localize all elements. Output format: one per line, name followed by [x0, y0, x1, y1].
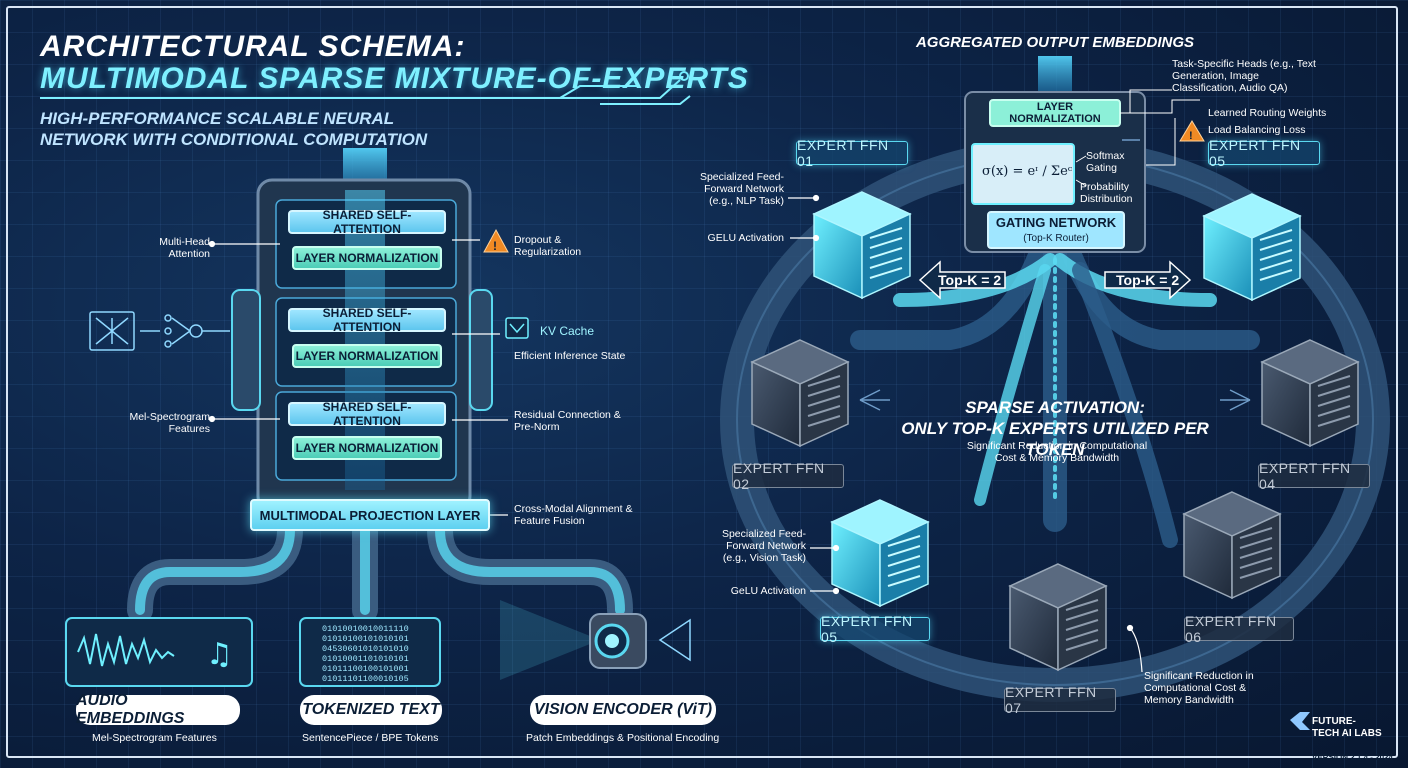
layer-norm-block-3: LAYER NORMALIZATION [292, 436, 442, 460]
output-beam [1038, 56, 1072, 96]
expert-label: EXPERT FFN 04 [1258, 460, 1370, 492]
subtitle: HIGH-PERFORMANCE SCALABLE NEURAL NETWORK… [40, 109, 428, 149]
topk-left-label: Top-K = 2 [938, 272, 1002, 288]
vision-expert-annotation: Specialized Feed-Forward Network (e.g., … [721, 528, 806, 564]
title-line-2: MULTIMODAL SPARSE MIXTURE-OF-EXPERTS [40, 62, 749, 95]
diagram-frame [6, 6, 1398, 758]
network-glyph-left [89, 311, 230, 351]
self-attention-block-2: SHARED SELF-ATTENTION [288, 306, 446, 334]
layer-norm-block-1: LAYER NORMALIZATION [292, 246, 442, 270]
projection-layer: MULTIMODAL PROJECTION LAYER [250, 499, 490, 531]
task-heads-annotation: Task-Specific Heads (e.g., Text Generati… [1172, 58, 1316, 94]
input-pipes [127, 517, 633, 623]
expert-label: EXPERT FFN 06 [1184, 613, 1294, 645]
token-bits: 01010010010011110 01010100101010101 0453… [322, 624, 409, 684]
version-label: VERSION 2.1.4 - 2024 [1312, 753, 1393, 762]
expert-cube [830, 499, 930, 608]
expert-label: EXPERT FFN 02 [732, 460, 844, 492]
gating-layer-norm: LAYER NORMALIZATION [1009, 101, 1101, 125]
gating-network-subtitle: (Top-K Router) [1023, 232, 1089, 244]
svg-text:!: ! [493, 239, 497, 253]
vision-caption: Patch Embeddings & Positional Encoding [526, 732, 720, 744]
expert-cubes [750, 191, 1360, 672]
sparse-note: Significant Reduction in Computational C… [966, 440, 1148, 464]
expert-cube [750, 339, 850, 448]
expert-cube [1260, 339, 1360, 448]
ring-arrows [859, 139, 1251, 411]
audio-panel: ♫ [65, 617, 253, 687]
gelu-bottom-annotation: GeLU Activation [730, 585, 806, 597]
sparse-title-1: SPARSE ACTIVATION: [965, 398, 1145, 417]
audio-caption: Mel-Spectrogram Features [92, 732, 217, 744]
topk-arrows [918, 260, 1192, 300]
softmax-equation: σ(x) = eᶦ / Σeᶜ [982, 164, 1073, 179]
expert-cube [1182, 491, 1282, 600]
self-attention-block-1: SHARED SELF-ATTENTION [288, 208, 446, 236]
mel-annotation: Mel-Spectrogram Features [129, 411, 210, 435]
title-circuit [40, 71, 691, 105]
bottom-note: Significant Reduction in Computational C… [1144, 670, 1254, 706]
gating-network-title: GATING NETWORK [995, 214, 1117, 230]
expert-label: EXPERT FFN 07 [1004, 684, 1116, 716]
routing-weights-annotation: Learned Routing Weights [1208, 107, 1327, 119]
audio-embeddings-label: AUDIO EMBEDDINGS [76, 692, 240, 727]
text-panel [299, 617, 441, 687]
svg-text:♫: ♫ [206, 637, 233, 672]
nlp-expert-annotation: Specialized Feed-Forward Network (e.g., … [699, 171, 784, 207]
vision-encoder-label: VISION ENCODER (ViT) [530, 695, 716, 725]
vision-panel [500, 600, 691, 680]
expert-cube [812, 191, 912, 300]
topk-right-label: Top-K = 2 [1116, 272, 1180, 288]
kv-cache-icon [505, 317, 529, 339]
expert-leaders [788, 194, 1143, 673]
left-leaders [208, 239, 508, 516]
text-caption: SentencePiece / BPE Tokens [302, 732, 439, 744]
warning-icon: ! [483, 228, 509, 253]
expert-cube [1202, 193, 1302, 302]
layer-norm-block-2: LAYER NORMALIZATION [292, 344, 442, 368]
warning-icon: ! [1179, 120, 1205, 142]
title-line-1: ARCHITECTURAL SCHEMA: [40, 30, 466, 63]
routing-paths [850, 238, 1260, 548]
expert-label: EXPERT FFN 05 [1208, 137, 1320, 169]
load-balancing-annotation: Load Balancing Loss [1208, 124, 1306, 136]
dropout-annotation: Dropout & Regularization [514, 234, 582, 258]
sparse-title-2: ONLY TOP-K EXPERTS UTILIZED PER TOKEN [901, 419, 1209, 459]
crossmodal-annotation: Cross-Modal Alignment & Feature Fusion [514, 503, 633, 527]
multi-head-annotation: Multi-Head Attention [159, 236, 210, 260]
svg-text:!: ! [1189, 130, 1193, 142]
tokenized-text-label: TOKENIZED TEXT [300, 695, 442, 725]
expert-cube [1008, 563, 1108, 672]
residual-annotation: Residual Connection & Pre-Norm [514, 409, 621, 433]
gating-panel [964, 89, 1200, 253]
expert-label: EXPERT FFN 01 [796, 137, 908, 169]
brand-logo-icon [1290, 712, 1310, 730]
probability-annotation: Probability Distribution [1080, 181, 1133, 205]
expert-label: EXPERT FFN 05 [820, 613, 930, 645]
softmax-annotation: Softmax Gating [1086, 150, 1125, 174]
gelu-top-annotation: GELU Activation [707, 232, 784, 244]
efficient-inference-annotation: Efficient Inference State [514, 350, 626, 362]
kv-cache-label: KV Cache [540, 324, 595, 338]
output-title: AGGREGATED OUTPUT EMBEDDINGS [915, 34, 1195, 51]
self-attention-block-3: SHARED SELF-ATTENTION [288, 400, 446, 428]
brand-name: FUTURE-TECH AI LABS [1312, 716, 1382, 739]
